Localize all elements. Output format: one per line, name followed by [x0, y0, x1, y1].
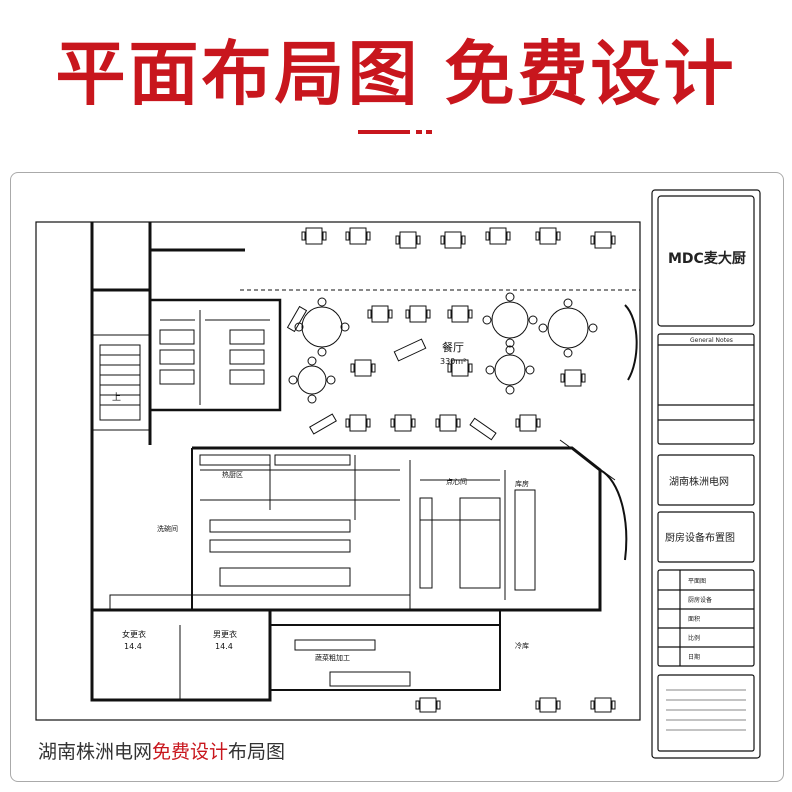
label-locker-female-area: 14.4 — [124, 642, 142, 651]
banner-title-right: 免费设计 — [444, 33, 737, 115]
round-table — [538, 298, 598, 358]
label-locker-male-area: 14.4 — [215, 642, 233, 651]
title-block-row-4: 比例 — [688, 634, 700, 642]
title-block-notes-header: General Notes — [690, 337, 733, 344]
label-locker-female: 女更衣 — [122, 629, 146, 639]
square-table — [395, 231, 421, 249]
label-veg-processing: 蔬菜粗加工 — [315, 653, 350, 662]
label-warehouse: 库房 — [515, 479, 529, 488]
label-dining-hall: 餐厅 — [442, 340, 464, 354]
caption-part1: 湖南株洲电网 — [38, 741, 153, 763]
label-pastry: 点心间 — [446, 478, 467, 486]
title-block-row-1: 平面图 — [688, 578, 706, 585]
square-table — [345, 414, 371, 432]
caption-part3: 布局图 — [228, 741, 286, 763]
label-locker-male: 男更衣 — [213, 629, 237, 639]
plan-border — [35, 221, 641, 721]
toilet-cubicles — [159, 329, 265, 385]
staircase — [99, 344, 141, 421]
caption-part2: 免费设计 — [152, 741, 229, 763]
round-table — [294, 297, 350, 357]
banner-title: 平面布局图免费设计 — [0, 18, 792, 119]
round-table — [485, 345, 535, 395]
square-table — [367, 305, 393, 323]
square-table — [447, 305, 473, 323]
equipment-rows — [109, 454, 536, 687]
round-table — [288, 356, 336, 404]
title-block — [651, 189, 761, 759]
drawing-frame — [10, 172, 784, 782]
square-table — [447, 359, 473, 377]
square-table — [440, 231, 466, 249]
square-table — [535, 227, 561, 245]
title-block-row-3: 面积 — [688, 615, 700, 623]
square-table — [405, 305, 431, 323]
title-block-row-5: 日期 — [688, 653, 700, 661]
banner-title-left: 平面布局图 — [55, 33, 421, 115]
square-table — [590, 231, 616, 249]
caption: 湖南株洲电网免费设计布局图 — [38, 737, 285, 764]
square-table — [415, 697, 441, 713]
label-dish-room: 洗碗间 — [157, 524, 178, 533]
square-table — [485, 227, 511, 245]
square-table — [345, 227, 371, 245]
square-table — [515, 414, 541, 432]
dining-tables — [286, 227, 616, 713]
title-block-client: 湖南株洲电网 — [669, 475, 729, 488]
square-table — [590, 697, 616, 713]
label-dining-area: 330m² — [440, 357, 466, 366]
square-table — [390, 414, 416, 432]
square-table — [560, 369, 586, 387]
title-block-logo: MDC麦大厨 — [668, 250, 746, 267]
square-table — [535, 697, 561, 713]
label-stairs-up: 上 — [112, 392, 121, 403]
title-block-drawing-title: 厨房设备布置图 — [665, 531, 735, 544]
square-table — [301, 227, 327, 245]
label-main-kitchen: 热厨区 — [222, 470, 243, 479]
square-table — [350, 359, 376, 377]
title-block-row-2: 厨房设备 — [688, 596, 712, 604]
round-table — [482, 292, 538, 348]
square-table — [435, 414, 461, 432]
label-cold-room: 冷库 — [515, 641, 529, 650]
